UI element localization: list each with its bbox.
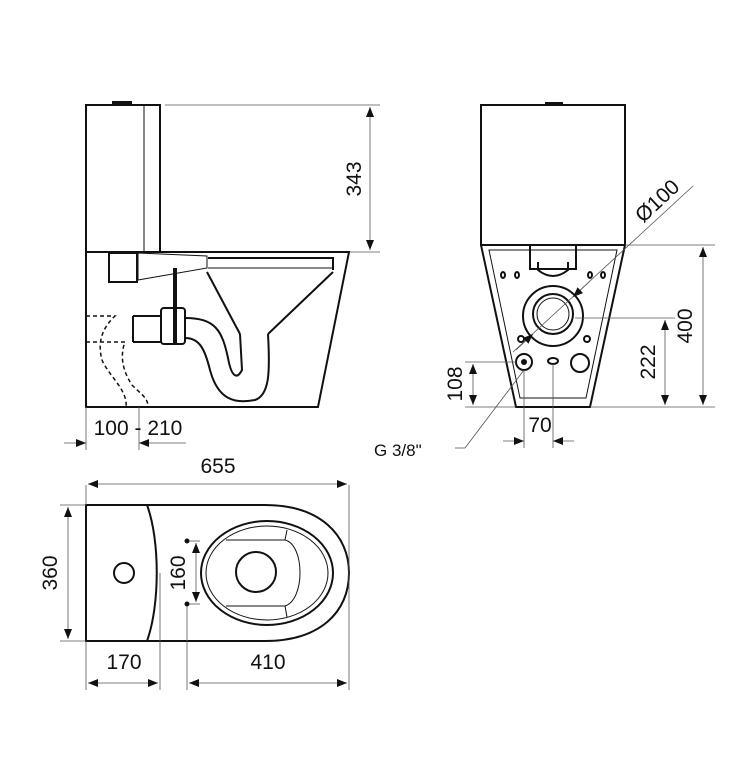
- dim-length: 655: [200, 455, 235, 478]
- dim-width: 360: [39, 555, 62, 590]
- front-view: Ø100 G 3/8" 400 222 108 70: [374, 102, 715, 460]
- dim-fixing-spacing: 160: [167, 555, 190, 590]
- side-view: 343 100 - 210: [64, 101, 380, 450]
- dim-tank-height: 343: [343, 161, 366, 196]
- inlet-thread-label: G 3/8": [374, 441, 422, 460]
- dim-tank-depth: 170: [106, 651, 141, 674]
- dim-fixing-distance: 410: [250, 651, 285, 674]
- dim-inlet-height: 108: [444, 366, 467, 401]
- dim-outlet-height: 222: [637, 344, 660, 379]
- dim-outlet-range: 100 - 210: [94, 417, 183, 440]
- dim-total-height: 400: [674, 308, 697, 343]
- top-view: 160 655 360 170 410: [39, 455, 351, 690]
- dim-inlet-offset: 70: [528, 414, 551, 437]
